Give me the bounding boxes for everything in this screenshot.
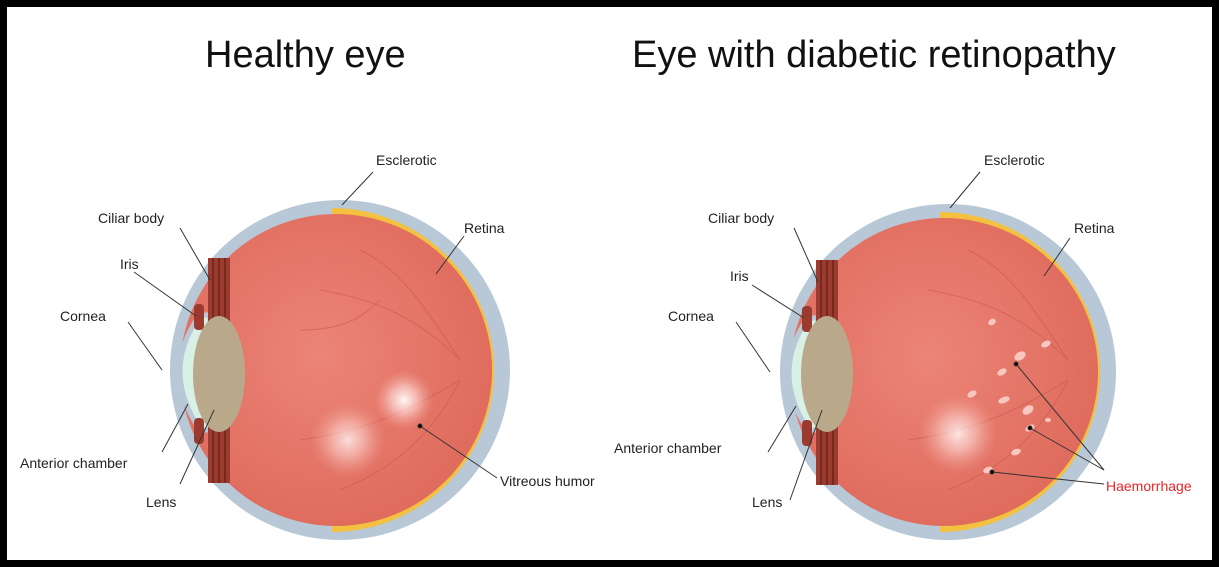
label-ciliar-body-diabetic: Ciliar body: [708, 210, 774, 226]
label-retina-diabetic: Retina: [1074, 220, 1114, 236]
label-anterior-chamber: Anterior chamber: [20, 455, 127, 471]
label-retina: Retina: [464, 220, 504, 236]
label-cornea: Cornea: [60, 308, 106, 324]
diabetic-iris-upper: [802, 306, 812, 332]
label-cornea-diabetic: Cornea: [668, 308, 714, 324]
label-lens: Lens: [146, 494, 176, 510]
healthy-lens: [193, 316, 245, 432]
diabetic-macula-glow: [918, 394, 998, 474]
label-lens-diabetic: Lens: [752, 494, 782, 510]
label-esclerotic: Esclerotic: [376, 152, 437, 168]
label-anterior-chamber-diabetic: Anterior chamber: [614, 440, 721, 456]
label-iris-diabetic: Iris: [730, 268, 749, 284]
label-haemorrhage: Haemorrhage: [1106, 478, 1192, 494]
healthy-eye: [128, 172, 510, 540]
label-esclerotic-diabetic: Esclerotic: [984, 152, 1045, 168]
label-iris: Iris: [120, 256, 139, 272]
healthy-iris-upper: [194, 304, 204, 330]
healthy-iris-lower: [194, 418, 204, 444]
label-vitreous-humor: Vitreous humor: [500, 473, 595, 489]
diabetic-eye: [736, 172, 1116, 540]
diabetic-lens: [801, 316, 853, 432]
label-ciliar-body: Ciliar body: [98, 210, 164, 226]
healthy-macula-glow: [310, 402, 386, 478]
healthy-optic-disc-glow: [374, 370, 434, 430]
